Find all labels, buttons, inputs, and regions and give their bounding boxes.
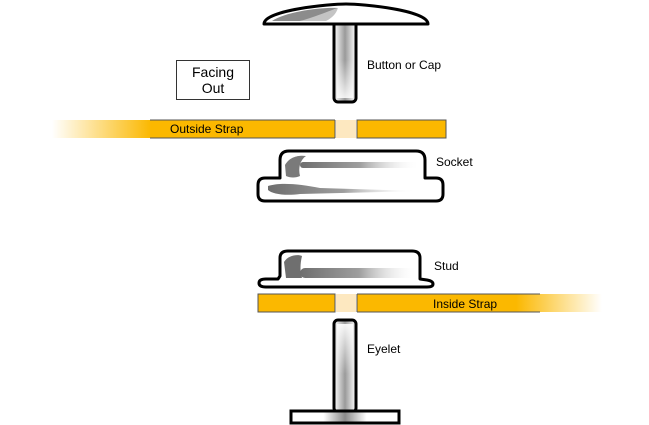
eyelet-label: Eyelet <box>367 342 401 356</box>
outside-strap-label: Outside Strap <box>170 122 244 136</box>
facing-box-line1: Facing <box>191 64 235 80</box>
inside-strap <box>257 293 602 313</box>
button-cap-label: Button or Cap <box>367 58 441 72</box>
socket-label: Socket <box>436 155 473 169</box>
facing-box-line2: Out <box>201 80 225 96</box>
button-cap-part <box>262 2 430 104</box>
stud-label: Stud <box>434 259 459 273</box>
eyelet-part <box>289 318 401 425</box>
stud-part <box>257 249 435 289</box>
inside-strap-label: Inside Strap <box>433 297 497 311</box>
outside-strap <box>52 119 447 139</box>
socket-part <box>256 149 445 203</box>
facing-out-box: Facing Out <box>176 60 250 100</box>
